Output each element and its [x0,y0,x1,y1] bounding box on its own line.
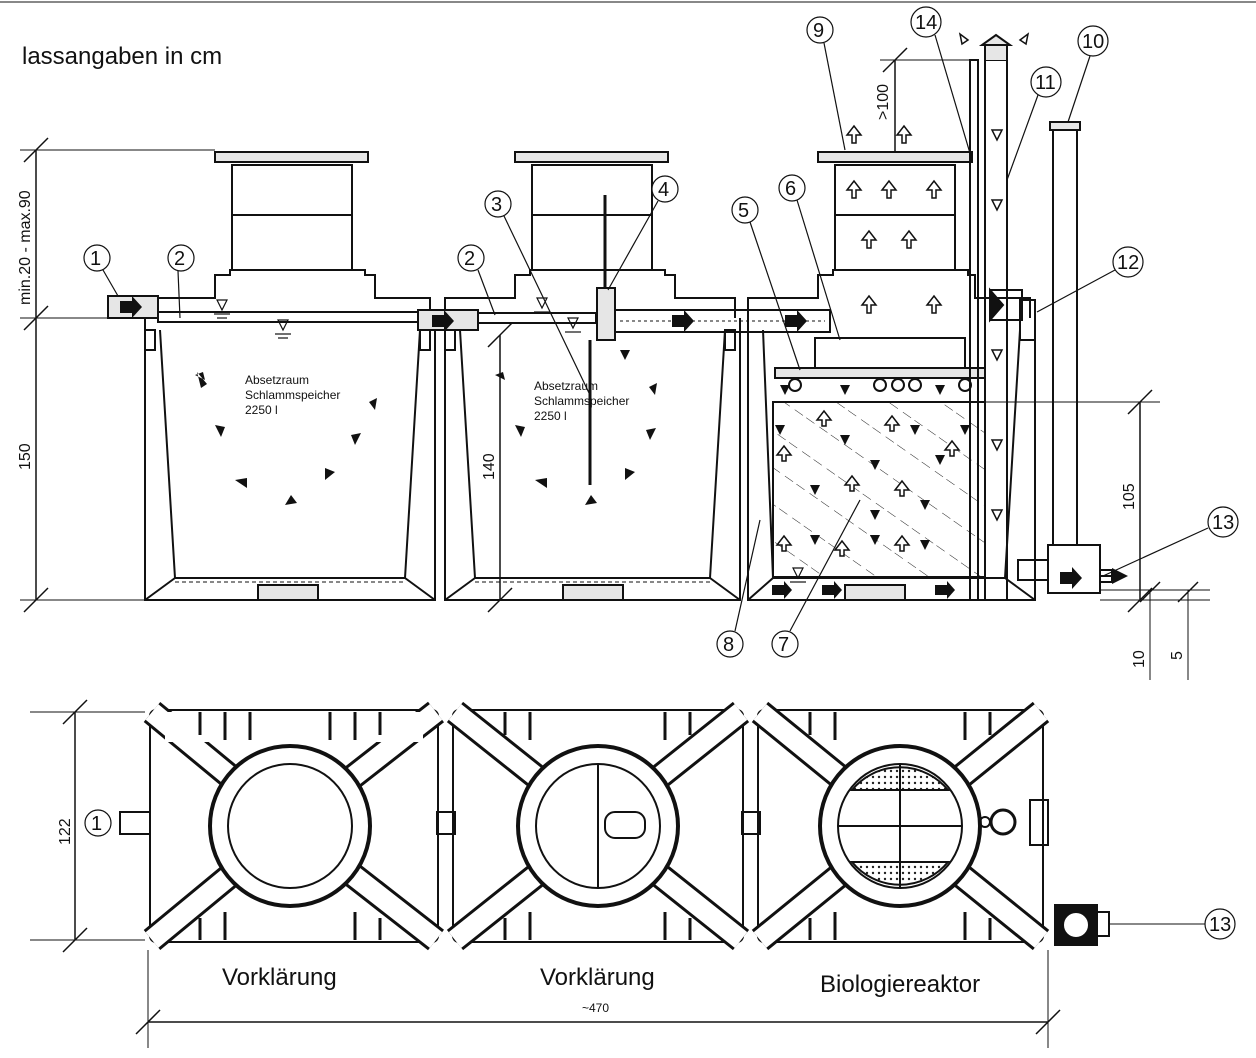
svg-text:5: 5 [738,200,749,222]
svg-text:7: 7 [778,634,789,656]
dim-150: 150 [17,443,34,470]
plan-texts: 122 ~470 1 13 Vorklärung Vorklärung Biol… [57,809,1236,1015]
air-arrows-outline [775,32,1030,557]
water-level-markers [214,297,806,583]
plan-tank2 [446,701,750,951]
svg-text:12: 12 [1117,252,1139,274]
dim-105: 105 [1121,483,1138,510]
callouts: 1 2 2 3 4 5 6 7 8 9 10 11 12 13 14 [83,6,1239,658]
svg-text:2: 2 [464,248,475,270]
svg-text:3: 3 [491,194,502,216]
tank-label-biologiereaktor: Biologiereaktor [820,971,980,998]
section-view [20,33,1210,680]
callout-11: 11 [1006,66,1062,181]
callout-7: 7 [771,499,861,658]
callout-2b: 2 [457,244,496,316]
callout-6: 6 [778,174,841,341]
callout-3: 3 [484,190,591,396]
flow-arrows-filled [120,296,1082,599]
svg-text:8: 8 [723,634,734,656]
tank1-section [144,151,436,601]
plan-callout-1: 1 [84,809,112,837]
svg-text:1: 1 [90,248,101,270]
plan-callout-13: 13 [1109,908,1236,940]
svg-text:2: 2 [174,248,185,270]
section-texts: min.20 - max.90 150 140 105 >100 10 5 Ab… [17,84,1186,668]
dim-top-range: min.20 - max.90 [17,190,34,305]
plan-tank3 [751,701,1050,951]
chamber2-label-line2: Schlammspeicher [534,394,629,408]
callout-9: 9 [806,16,846,151]
drawing-title: lassangaben in cm [22,43,222,70]
chamber2-label-line1: Absetzraum [534,379,598,393]
callout-14: 14 [910,6,973,161]
callout-13: 13 [1102,506,1239,577]
callout-8: 8 [716,519,761,658]
callout-1: 1 [83,244,119,297]
callout-4: 4 [607,175,679,291]
plan-tank1 [143,701,445,951]
chamber2-label-line3: 2250 l [534,409,567,423]
svg-text:13: 13 [1209,914,1231,936]
plan-view [30,699,1110,1048]
dim-10: 10 [1131,650,1148,668]
svg-text:14: 14 [915,12,937,34]
dim-122: 122 [57,818,74,845]
chamber1-label-line1: Absetzraum [245,373,309,387]
callout-2a: 2 [167,244,195,319]
svg-text:1: 1 [91,813,102,835]
tank2-section [444,151,741,601]
svg-text:4: 4 [658,179,669,201]
callout-5: 5 [731,196,801,371]
svg-text:6: 6 [785,178,796,200]
svg-text:11: 11 [1035,72,1056,94]
svg-text:13: 13 [1212,512,1234,534]
tank-label-vorklaerung-1: Vorklärung [222,964,337,991]
svg-text:9: 9 [813,20,824,42]
dim-470: ~470 [582,1001,609,1015]
dim-5: 5 [1169,651,1186,660]
tank3-section [747,151,1160,601]
dim-140: 140 [481,453,498,480]
svg-text:10: 10 [1082,31,1104,53]
chamber1-label-line3: 2250 l [245,403,278,417]
callout-10: 10 [1067,25,1109,123]
dim-above-100: >100 [875,84,892,120]
callout-12: 12 [1036,246,1144,313]
chamber1-label-line2: Schlammspeicher [245,388,340,402]
tank-label-vorklaerung-2: Vorklärung [540,964,655,991]
